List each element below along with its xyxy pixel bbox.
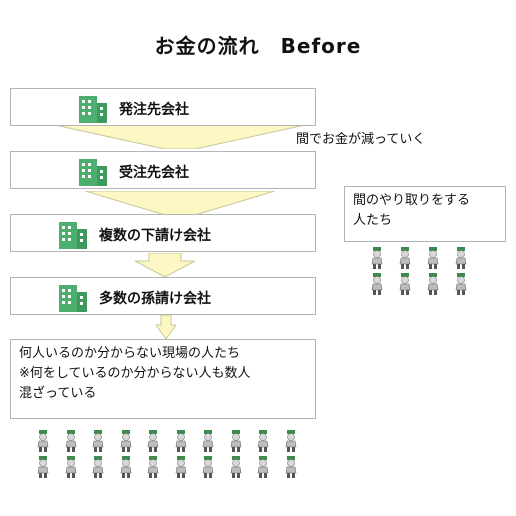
building-icon <box>59 285 87 312</box>
workers-note-line2: ※何をしているのか分からない人も数人 <box>19 366 251 381</box>
person-icon <box>284 430 298 452</box>
worker-people-group <box>36 430 316 480</box>
person-icon <box>91 456 105 478</box>
person-icon <box>426 273 440 295</box>
page-title: お金の流れ Before <box>154 34 362 58</box>
person-icon <box>146 430 160 452</box>
person-icon <box>398 273 412 295</box>
person-icon <box>256 456 270 478</box>
company-label: 受注先会社 <box>119 165 189 181</box>
company-label: 複数の下請け会社 <box>99 228 211 244</box>
person-icon <box>229 456 243 478</box>
side-note-line2: 人たち <box>353 213 393 228</box>
intermediary-people-group <box>370 247 480 297</box>
person-icon <box>174 430 188 452</box>
company-box-sub-subcontractors: 多数の孫請け会社 <box>10 277 316 315</box>
arrow-note: 間でお金が減っていく <box>296 132 426 147</box>
company-label: 発注先会社 <box>119 102 189 118</box>
building-icon <box>59 222 87 249</box>
person-icon <box>370 273 384 295</box>
person-icon <box>256 430 270 452</box>
person-icon <box>119 430 133 452</box>
side-note-line1: 間のやり取りをする <box>353 193 471 208</box>
workers-note-box: 何人いるのか分からない現場の人たち ※何をしているのか分からない人も数人 混ざっ… <box>10 339 316 419</box>
building-icon <box>79 159 107 186</box>
person-icon <box>370 247 384 269</box>
person-icon <box>229 430 243 452</box>
company-box-ordering: 発注先会社 <box>10 88 316 126</box>
flow-arrow-4 <box>156 315 176 339</box>
person-icon <box>64 430 78 452</box>
person-icon <box>146 456 160 478</box>
company-box-subcontractors: 複数の下請け会社 <box>10 214 316 252</box>
person-icon <box>91 430 105 452</box>
person-icon <box>398 247 412 269</box>
flow-arrow-2 <box>85 191 275 215</box>
person-icon <box>119 456 133 478</box>
side-note-box: 間のやり取りをする 人たち <box>344 186 506 242</box>
workers-note-line1: 何人いるのか分からない現場の人たち <box>19 346 241 361</box>
person-icon <box>201 430 215 452</box>
person-icon <box>201 456 215 478</box>
person-icon <box>64 456 78 478</box>
person-icon <box>36 456 50 478</box>
flow-arrow-1 <box>55 125 305 149</box>
building-icon <box>79 96 107 123</box>
company-box-receiving: 受注先会社 <box>10 151 316 189</box>
person-icon <box>454 273 468 295</box>
person-icon <box>426 247 440 269</box>
person-icon <box>36 430 50 452</box>
person-icon <box>454 247 468 269</box>
person-icon <box>174 456 188 478</box>
person-icon <box>284 456 298 478</box>
workers-note-line3: 混ざっている <box>19 386 97 401</box>
company-label: 多数の孫請け会社 <box>99 291 211 307</box>
flow-arrow-3 <box>135 253 195 277</box>
